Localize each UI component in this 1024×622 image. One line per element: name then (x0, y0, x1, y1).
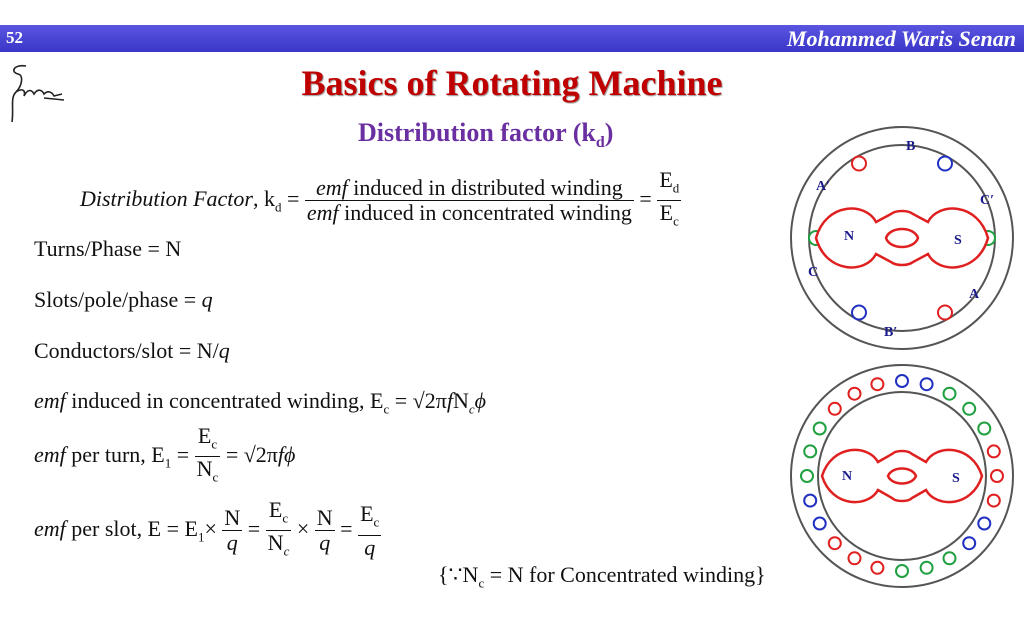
conductor-8 (977, 516, 992, 531)
turns-per-phase: Turns/Phase = N (34, 236, 182, 261)
conductor-14 (847, 551, 862, 566)
conductor-18 (800, 469, 814, 483)
note-concentrated: {∵Nc = N for Concentrated winding} (438, 562, 766, 591)
label-c-prime: C′ (980, 193, 994, 208)
label-c: C (808, 265, 818, 280)
signature-icon (11, 64, 65, 123)
header-bar: 52 Mohammed Waris Senan (0, 25, 1024, 52)
page-title: Basics of Rotating Machine (301, 63, 723, 103)
pole-s: S (952, 471, 960, 486)
conductor-17 (803, 493, 818, 508)
conductor-6 (990, 469, 1004, 483)
rotor-shape (814, 207, 990, 269)
pole-n: N (844, 229, 854, 244)
pole-s: S (954, 233, 962, 248)
conductor-5 (986, 444, 1001, 459)
conductor-11 (919, 560, 934, 575)
conductors-per-slot: Conductors/slot = N/q (34, 338, 230, 363)
conductor-19 (803, 444, 818, 459)
pole-n: N (842, 469, 852, 484)
conductor-9 (962, 536, 977, 551)
conductor-2 (942, 386, 957, 401)
conductor-0 (937, 155, 953, 172)
label-b: B (906, 139, 915, 154)
slide-number: 52 (6, 28, 23, 47)
conductor-10 (942, 551, 957, 566)
conductor-15 (827, 536, 842, 551)
conductor-12 (895, 564, 909, 578)
conductor-0 (895, 374, 909, 388)
label-a: A (969, 287, 980, 302)
label-b-prime: B′ (884, 325, 897, 340)
concentrated-winding-diagram: N S B C′ A B′ C A′ (790, 126, 1014, 350)
conductor-4 (977, 421, 992, 436)
conductor-23 (870, 377, 885, 392)
conductor-7 (986, 493, 1001, 508)
subtitle: Distribution factor (kd) (358, 118, 614, 152)
conductor-16 (812, 516, 827, 531)
emf-concentrated: emf induced in concentrated winding, Ec … (34, 388, 487, 417)
conductor-3 (962, 401, 977, 416)
slots-per-pole-phase: Slots/pole/phase = q (34, 287, 213, 312)
conductor-20 (812, 421, 827, 436)
label-a-prime: A′ (816, 179, 830, 194)
author-name: Mohammed Waris Senan (786, 26, 1016, 51)
conductor-3 (851, 304, 867, 321)
conductor-21 (827, 401, 842, 416)
conductor-2 (937, 304, 953, 321)
distributed-winding-diagram: N S (790, 364, 1014, 588)
distribution-factor-formula: Distribution Factor, kd = emf induced in… (80, 167, 682, 229)
rotor-shape (820, 448, 984, 504)
conductor-5 (851, 155, 867, 172)
conductor-22 (847, 386, 862, 401)
conductor-13 (870, 560, 885, 575)
conductor-1 (919, 377, 934, 392)
